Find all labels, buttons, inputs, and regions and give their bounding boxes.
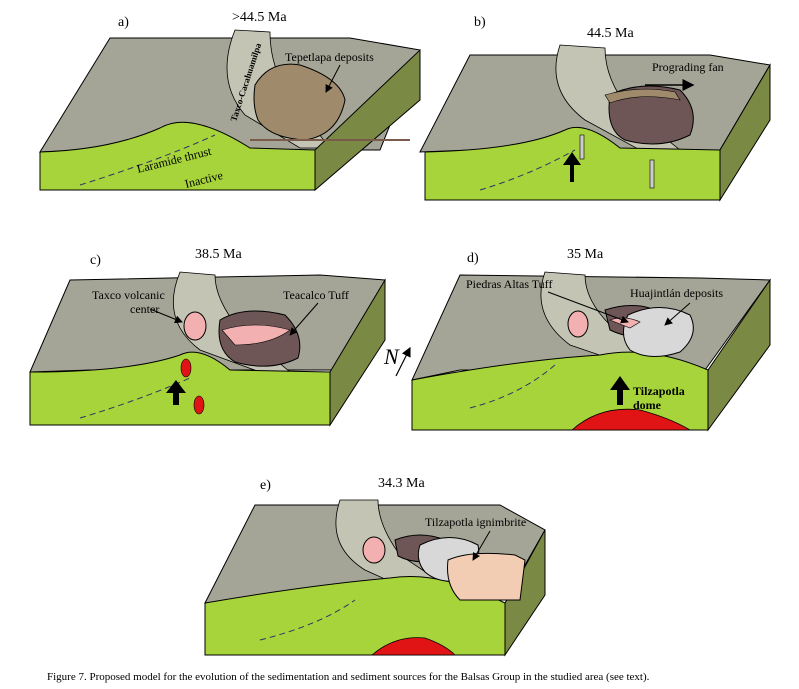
panel-e-ignimbrite-label: Tilzapotla ignimbrite — [425, 515, 526, 529]
panel-e-tilzapotla-ignimbrite — [447, 552, 526, 601]
panel-c-thrust-line — [79, 377, 191, 419]
panel-d-deposits-arrow — [664, 302, 691, 326]
panel-c-tuff-label: Teacalco Tuff — [283, 288, 349, 302]
panel-a-deposits-label: Tepetlapa deposits — [285, 50, 374, 64]
panel-e-ignimbrite-arrow — [472, 530, 491, 561]
figure-caption: Figure 7. Proposed model for the evoluti… — [47, 671, 650, 683]
panel-c-side-face — [329, 278, 386, 427]
panel-a-side-face — [314, 48, 421, 192]
panel-d-letter: d) — [467, 251, 479, 266]
panel-c-uplift-arrow — [166, 380, 186, 405]
panel-d: d) 35 Ma Piedras Altas Tuff Huajintlán d… — [411, 247, 771, 432]
panel-b-dike-1 — [579, 134, 585, 160]
panel-b-prograding-fan — [608, 85, 694, 145]
panel-a-tepetlapa-deposits — [253, 63, 346, 141]
panel-d-huajintlan-deposits — [623, 307, 694, 357]
panel-a: a) >44.5 Ma Taxco-Cacahuamilpa Tepetlapa… — [39, 10, 421, 192]
panel-d-tuff-arrow — [547, 291, 629, 324]
panel-d-tuff-label: Piedras Altas Tuff — [466, 277, 552, 291]
panel-d-side-face — [707, 278, 771, 432]
panel-b-fan-rim — [604, 88, 681, 104]
north-label: N — [383, 344, 400, 369]
panel-d-dome-label-2: dome — [633, 398, 662, 412]
panel-e-letter: e) — [260, 478, 271, 493]
panel-b-thrust-line — [479, 149, 576, 191]
panel-b: b) 44.5 Ma Prograding fan — [419, 15, 771, 202]
panel-b-fan-label: Prograding fan — [652, 60, 724, 74]
panel-c-volcanic-label-1: Taxco volcanic — [92, 288, 165, 302]
panel-a-green-front — [39, 121, 316, 191]
panel-c-volcanic-arrow — [149, 308, 183, 324]
panel-c-magma-1 — [180, 358, 192, 378]
panel-d-volcanic-center — [567, 310, 589, 338]
panel-c-age: 38.5 Ma — [195, 247, 242, 262]
panel-e-thrust-line — [259, 599, 356, 641]
panel-d-magma-dome — [570, 408, 692, 431]
north-arrow: N — [383, 344, 411, 377]
panel-e-side-face — [504, 529, 546, 657]
panel-d-thrust-line — [469, 364, 556, 409]
panel-d-age: 35 Ma — [567, 247, 604, 262]
panel-e-magma-dome — [370, 637, 456, 656]
panel-a-deposits-arrow — [325, 64, 341, 93]
panel-c-letter: c) — [90, 253, 101, 268]
panel-d-deposits-label: Huajintlán deposits — [630, 286, 723, 300]
panel-a-letter: a) — [118, 15, 129, 30]
panel-a-age: >44.5 Ma — [232, 10, 287, 25]
panel-b-side-face — [719, 63, 771, 202]
panel-c: c) 38.5 Ma Taxco volcanic center Teacalc… — [29, 247, 386, 427]
panel-e-age: 34.3 Ma — [378, 476, 425, 491]
panel-b-letter: b) — [474, 15, 486, 30]
panel-d-dome-label-1: Tilzapotla — [633, 384, 685, 398]
panel-c-volcanic-center — [183, 311, 207, 341]
panel-c-tuff-arrow — [289, 302, 319, 336]
panel-b-uplift-arrow — [563, 152, 581, 182]
panel-b-age: 44.5 Ma — [587, 26, 634, 41]
panel-c-volcanic-label-2: center — [130, 302, 159, 316]
panel-e-volcanic-center — [362, 536, 386, 564]
north-arrow-line — [395, 346, 411, 377]
panel-b-dike-2 — [649, 159, 655, 189]
panel-e: e) 34.3 Ma Tilzapotla ignimbrite — [204, 476, 546, 657]
panel-c-magma-2 — [193, 395, 205, 415]
panel-d-uplift-arrow — [610, 376, 630, 405]
